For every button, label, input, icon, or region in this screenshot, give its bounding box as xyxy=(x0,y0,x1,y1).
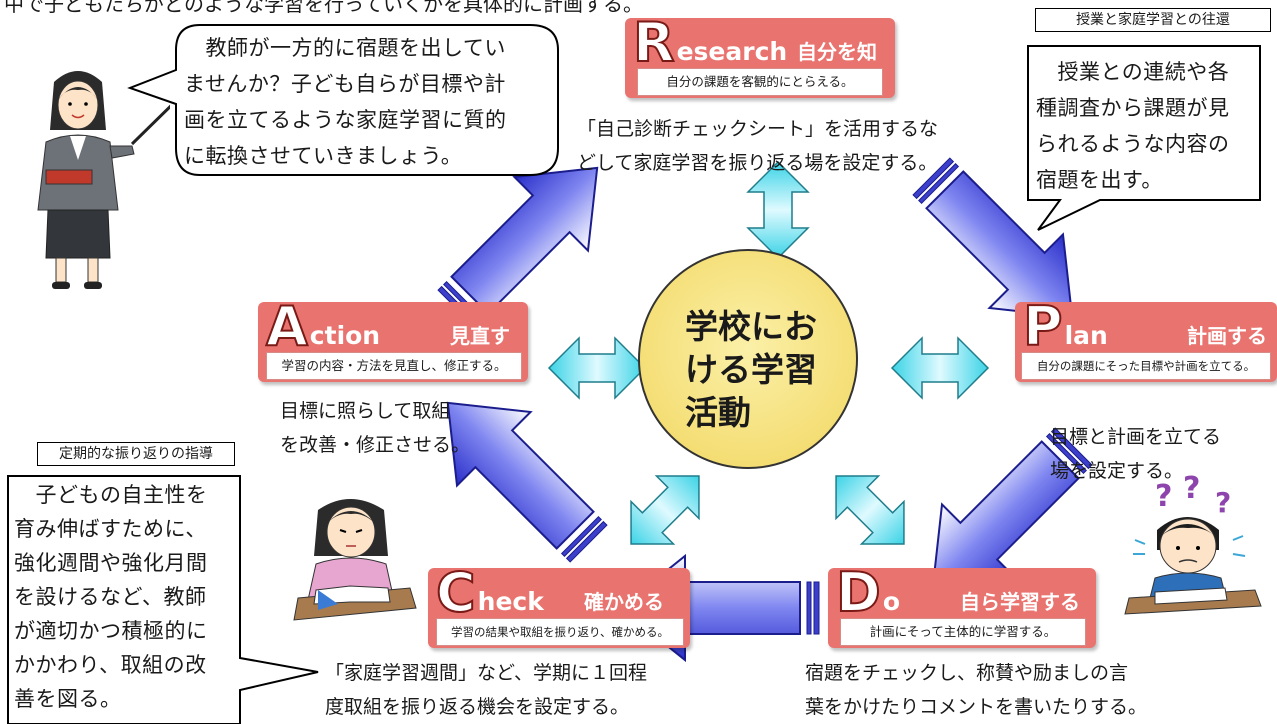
reflection-note-tag: 定期的な振り返りの指導 xyxy=(37,442,235,466)
teacher-bubble-line-1: 教師が一方的に宿題を出してい xyxy=(184,36,506,60)
link-action-center xyxy=(548,337,646,399)
stage-check-initial: C xyxy=(435,561,477,624)
research-description-line-1: 「自己診断チェックシート」を活用するな xyxy=(577,118,939,140)
teacher-illustration xyxy=(37,71,170,289)
stage-action-word: ction xyxy=(309,321,381,350)
stage-plan: P lan 計画する 自分の課題にそった目標や計画を立てる。 xyxy=(1015,295,1277,382)
homework-note-line-3: られるような内容の xyxy=(1036,132,1230,156)
svg-text:?: ? xyxy=(1155,479,1172,514)
homework-note-tag: 授業と家庭学習との往還 xyxy=(1035,8,1271,32)
stage-check: C heck 確かめる 学習の結果や取組を振り返り、確かめる。 xyxy=(428,561,690,648)
stage-check-word: heck xyxy=(477,587,544,616)
reflection-note-line-6: かかわり、取組の改 xyxy=(14,653,207,677)
reflection-note-line-4: を設けるなど、教師 xyxy=(14,585,207,609)
stage-research-word: esearch xyxy=(676,37,788,66)
stage-research: R esearch 自分を知る 自分の課題を客観的にとらえる。 xyxy=(625,11,895,98)
header-fragment: 中で子どもたちがどのような学習を行っていくかを具体的に計画する。 xyxy=(4,0,643,16)
homework-note-text: 授業との連続や各 種調査から課題が見 られるような内容の 宿題を出す。 xyxy=(1036,54,1230,198)
reflection-note-line-7: 善を図る。 xyxy=(14,687,122,711)
stage-research-heading: R esearch xyxy=(632,11,788,74)
check-description: 「家庭学習週間」など、学期に１回程 度取組を振り返る機会を設定する。 xyxy=(325,656,647,724)
teacher-speech-bubble xyxy=(127,24,559,176)
link-plan-center xyxy=(891,337,989,399)
stage-plan-summary: 自分の課題にそった目標や計画を立てる。 xyxy=(1021,352,1271,380)
do-description-line-1: 宿題をチェックし、称賛や励ましの言 xyxy=(805,662,1129,684)
stage-research-summary: 自分の課題を客観的にとらえる。 xyxy=(637,68,883,96)
check-description-line-1: 「家庭学習週間」など、学期に１回程 xyxy=(325,662,648,684)
stage-check-summary: 学習の結果や取組を振り返り、確かめる。 xyxy=(436,618,684,646)
stage-do-word: o xyxy=(882,587,901,616)
stage-research-initial: R xyxy=(632,11,676,74)
research-description-line-2: どして家庭学習を振り返る場を設定する。 xyxy=(577,152,938,174)
stage-action-jp: 見直す xyxy=(450,324,510,348)
stage-do-heading: D o xyxy=(835,561,901,624)
stage-do: D o 自ら学習する 計画にそって主体的に学習する。 xyxy=(828,561,1096,648)
reflection-note-bubble xyxy=(7,475,319,724)
stage-plan-heading: P lan xyxy=(1022,295,1108,358)
homework-note-line-2: 種調査から課題が見 xyxy=(1036,96,1230,120)
homework-note-line-1: 授業との連続や各 xyxy=(1036,60,1230,84)
reflection-note-line-3: 強化週間や強化月間 xyxy=(14,551,208,575)
action-description-line-1: 目標に照らして取組 xyxy=(280,400,451,422)
student-boy-illustration: ? ? ? xyxy=(1124,471,1262,615)
plan-description-line-1: 目標と計画を立てる xyxy=(1050,426,1222,448)
do-description-line-2: 葉をかけたりコメントを書いたりする。 xyxy=(805,696,1148,718)
reflection-note-line-5: が適切かつ積極的に xyxy=(14,619,208,643)
stage-plan-jp: 計画する xyxy=(1187,324,1267,348)
stage-check-heading: C heck xyxy=(435,561,544,624)
stage-do-summary: 計画にそって主体的に学習する。 xyxy=(840,618,1086,646)
stage-action-summary: 学習の内容・方法を見直し、修正する。 xyxy=(266,352,522,380)
stage-do-initial: D xyxy=(835,561,882,624)
svg-text:?: ? xyxy=(1183,471,1200,506)
stage-action: A ction 見直す 学習の内容・方法を見直し、修正する。 xyxy=(258,295,528,382)
plan-description: 目標と計画を立てる 場を設定する。 xyxy=(1050,420,1221,488)
teacher-bubble-text: 教師が一方的に宿題を出してい ませんか？子ども自らが目標や計 画を立てるような家… xyxy=(184,30,507,174)
plan-description-line-2: 場を設定する。 xyxy=(1050,460,1184,482)
action-description-line-2: を改善・修正させる。 xyxy=(280,434,471,456)
stage-action-initial: A xyxy=(265,295,309,358)
homework-note-bubble xyxy=(1027,45,1261,231)
svg-text:?: ? xyxy=(1215,486,1231,519)
center-title-line-1: 学校にお xyxy=(685,307,817,346)
center-circle xyxy=(638,249,858,469)
do-description: 宿題をチェックし、称賛や励ましの言 葉をかけたりコメントを書いたりする。 xyxy=(805,656,1147,724)
research-description: 「自己診断チェックシート」を活用するな どして家庭学習を振り返る場を設定する。 xyxy=(577,112,938,180)
stage-check-jp: 確かめる xyxy=(584,590,664,614)
link-do-center xyxy=(814,454,926,566)
center-title-line-2: ける学習 xyxy=(685,350,817,389)
stage-do-jp: 自ら学習する xyxy=(960,590,1080,614)
action-description: 目標に照らして取組 を改善・修正させる。 xyxy=(280,394,470,462)
center-title: 学校にお ける学習 活動 xyxy=(685,305,817,434)
check-description-line-2: 度取組を振り返る機会を設定する。 xyxy=(325,696,630,718)
student-girl-illustration xyxy=(293,499,417,621)
stage-action-heading: A ction xyxy=(265,295,381,358)
reflection-note-line-2: 育み伸ばすために、 xyxy=(14,517,207,541)
stage-plan-initial: P xyxy=(1022,295,1064,358)
homework-note-line-4: 宿題を出す。 xyxy=(1036,168,1163,192)
reflection-note-line-1: 子どもの自主性を xyxy=(14,483,208,507)
link-check-center xyxy=(609,454,721,566)
teacher-bubble-line-2: ませんか？子ども自らが目標や計 xyxy=(184,72,506,96)
teacher-bubble-line-3: 画を立てるような家庭学習に質的 xyxy=(184,108,507,132)
stage-plan-word: lan xyxy=(1064,321,1108,350)
reflection-note-text: 子どもの自主性を 育み伸ばすために、 強化週間や強化月間 を設けるなど、教師 が… xyxy=(14,478,208,716)
center-title-line-3: 活動 xyxy=(685,393,751,432)
teacher-bubble-line-4: に転換させていきましょう。 xyxy=(184,144,463,168)
